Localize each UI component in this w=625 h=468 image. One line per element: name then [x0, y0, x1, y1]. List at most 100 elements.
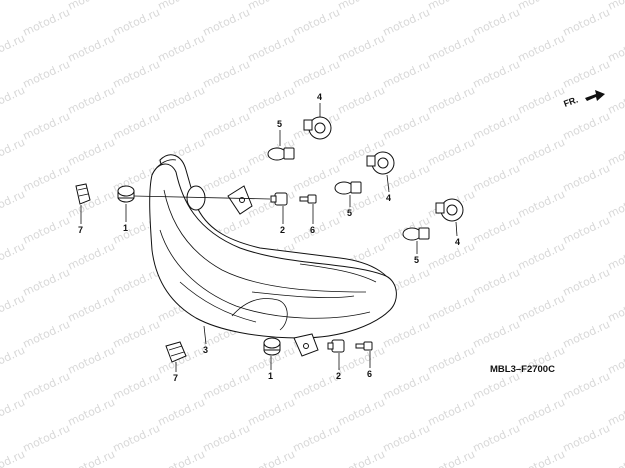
watermark-text: motod.ru: [201, 422, 252, 455]
watermark-text: motod.ru: [336, 32, 387, 65]
watermark-text: motod.ru: [291, 6, 342, 39]
watermark-text: motod.ru: [606, 84, 625, 117]
watermark-text: motod.ru: [336, 0, 387, 13]
watermark-text: motod.ru: [246, 84, 297, 117]
callout-2: 2: [280, 225, 285, 235]
watermark-text: motod.ru: [426, 32, 477, 65]
bulb-middle: [334, 181, 362, 195]
watermark-text: motod.ru: [381, 110, 432, 143]
headlight-assembly: [149, 154, 397, 357]
watermark-text: motod.ru: [66, 136, 117, 169]
watermark-text: motod.ru: [246, 188, 297, 221]
clip-lower: [165, 341, 187, 363]
watermark-text: motod.ru: [561, 58, 612, 91]
watermark-text: motod.ru: [66, 292, 117, 325]
watermark-text: motod.ru: [561, 110, 612, 143]
watermark-text: motod.ru: [66, 240, 117, 273]
watermark-text: motod.ru: [606, 188, 625, 221]
watermark-text: motod.ru: [381, 58, 432, 91]
assembly-line: [133, 195, 271, 200]
watermark-text: motod.ru: [291, 422, 342, 455]
watermark-text: motod.ru: [606, 344, 625, 377]
drawing-code: MBL3–F2700C: [490, 364, 555, 375]
watermark-text: motod.ru: [516, 32, 567, 65]
watermark-text: motod.ru: [0, 32, 27, 65]
grommet-upper: [117, 185, 135, 203]
front-direction-indicator: FR.: [562, 90, 605, 109]
watermark-text: motod.ru: [111, 370, 162, 403]
watermark-text: motod.ru: [0, 448, 27, 468]
callout-1: 1: [268, 371, 273, 381]
watermark-text: motod.ru: [516, 136, 567, 169]
callout-7: 7: [173, 373, 178, 383]
callout-4: 4: [317, 92, 322, 102]
watermark-text: motod.ru: [471, 266, 522, 299]
watermark-text: motod.ru: [471, 6, 522, 39]
watermark-text: motod.ru: [66, 448, 117, 468]
watermark-text: motod.ru: [606, 396, 625, 429]
callout-2: 2: [336, 371, 341, 381]
watermark-text: motod.ru: [426, 292, 477, 325]
watermark-text: motod.ru: [516, 84, 567, 117]
watermark-text: motod.ru: [561, 318, 612, 351]
watermark-text: motod.ru: [561, 422, 612, 455]
direction-label: FR.: [562, 95, 579, 109]
watermark-text: motod.ru: [21, 162, 72, 195]
watermark-text: motod.ru: [426, 136, 477, 169]
watermark-text: motod.ru: [516, 0, 567, 13]
callout-5: 5: [277, 119, 282, 129]
watermark-text: motod.ru: [111, 318, 162, 351]
watermark-text: motod.ru: [201, 370, 252, 403]
watermark-text: motod.ru: [0, 84, 27, 117]
watermark-text: motod.ru: [336, 448, 387, 468]
watermark-text: motod.ru: [66, 84, 117, 117]
leader-lines: [80, 103, 458, 372]
collar-upper: [270, 192, 288, 206]
watermark-text: motod.ru: [0, 396, 27, 429]
watermark-text: motod.ru: [561, 214, 612, 247]
watermark-text: motod.ru: [66, 396, 117, 429]
watermark-text: motod.ru: [516, 292, 567, 325]
watermark-text: motod.ru: [381, 6, 432, 39]
watermark-text: motod.ru: [381, 370, 432, 403]
watermark-text: motod.ru: [291, 162, 342, 195]
callout-7: 7: [78, 225, 83, 235]
watermark-text: motod.ru: [516, 240, 567, 273]
watermark-text: motod.ru: [561, 370, 612, 403]
watermark-text: motod.ru: [156, 396, 207, 429]
watermark-text: motod.ru: [471, 214, 522, 247]
screw-lower: [355, 341, 373, 351]
watermark-text: motod.ru: [111, 6, 162, 39]
watermark-text: motod.ru: [381, 318, 432, 351]
callout-5: 5: [414, 255, 419, 265]
watermark-text: motod.ru: [21, 370, 72, 403]
watermark-text: motod.ru: [21, 6, 72, 39]
grommet-lower: [263, 337, 281, 356]
socket-right: [435, 198, 464, 222]
watermark-text: motod.ru: [111, 266, 162, 299]
watermark-text: motod.ru: [66, 0, 117, 13]
watermark-text: motod.ru: [111, 110, 162, 143]
callout-3: 3: [203, 345, 208, 355]
watermark-text: motod.ru: [606, 448, 625, 468]
watermark-text: motod.ru: [21, 58, 72, 91]
watermark-text: motod.ru: [111, 58, 162, 91]
callout-4: 4: [455, 237, 460, 247]
watermark-text: motod.ru: [246, 32, 297, 65]
callout-5: 5: [347, 208, 352, 218]
watermark-text: motod.ru: [201, 110, 252, 143]
watermark-text: motod.ru: [471, 110, 522, 143]
watermark-text: motod.ru: [291, 370, 342, 403]
callout-4: 4: [386, 193, 391, 203]
bulb-top: [267, 147, 295, 161]
watermark-text: motod.ru: [336, 84, 387, 117]
watermark-text: motod.ru: [426, 344, 477, 377]
watermark-text: motod.ru: [246, 396, 297, 429]
watermark-text: motod.ru: [471, 422, 522, 455]
watermark-text: motod.ru: [606, 240, 625, 273]
watermark-text: motod.ru: [336, 396, 387, 429]
watermark-text: motod.ru: [111, 422, 162, 455]
watermark-text: motod.ru: [426, 84, 477, 117]
